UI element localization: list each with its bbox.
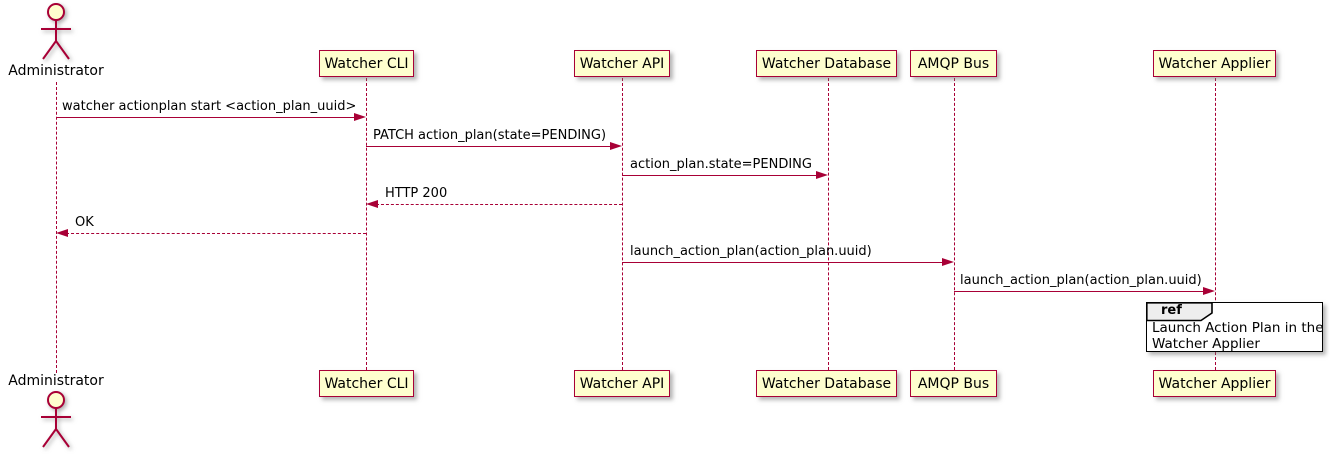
- message-2-arrowhead: [610, 142, 622, 150]
- ref-text-line-2: Watcher Applier: [1152, 336, 1260, 352]
- message-3-label: action_plan.state=PENDING: [630, 157, 812, 172]
- ref-text: Launch Action Plan in the Watcher Applie…: [1152, 320, 1324, 352]
- message-1-line: [56, 117, 356, 118]
- message-2-label: PATCH action_plan(state=PENDING): [373, 128, 607, 143]
- actor-icon-bottom: [41, 391, 71, 448]
- message-6-label: launch_action_plan(action_plan.uuid): [630, 244, 872, 259]
- lifeline-amqp-bus: [954, 78, 955, 370]
- message-7-line: [954, 291, 1205, 292]
- message-7-arrowhead: [1203, 287, 1215, 295]
- message-1-label: watcher actionplan start <action_plan_uu…: [62, 99, 357, 114]
- participant-watcher-api-top: Watcher API: [574, 50, 670, 77]
- participant-watcher-applier-top: Watcher Applier: [1153, 50, 1276, 77]
- message-4-line: [376, 204, 622, 205]
- message-4-arrowhead: [366, 200, 378, 208]
- participant-watcher-cli-top: Watcher CLI: [319, 50, 414, 77]
- message-3-arrowhead: [816, 171, 828, 179]
- ref-text-line-1: Launch Action Plan in the: [1152, 320, 1324, 336]
- actor-icon: [41, 3, 71, 60]
- ref-fragment: ref Launch Action Plan in the Watcher Ap…: [1146, 302, 1324, 352]
- lifeline-watcher-api: [622, 78, 623, 370]
- lifeline-administrator: [56, 82, 57, 373]
- lifeline-watcher-applier: [1215, 78, 1216, 370]
- participant-amqp-bus-top: AMQP Bus: [910, 50, 997, 77]
- message-1-arrowhead: [354, 113, 366, 121]
- message-6-line: [622, 262, 944, 263]
- message-2-line: [366, 146, 612, 147]
- lifeline-watcher-database: [828, 78, 829, 370]
- actor-label-bottom: Administrator: [8, 373, 104, 389]
- participant-watcher-applier-bottom: Watcher Applier: [1153, 370, 1276, 397]
- ref-keyword: ref: [1161, 303, 1182, 318]
- participant-amqp-bus-bottom: AMQP Bus: [910, 370, 997, 397]
- participant-watcher-database-bottom: Watcher Database: [756, 370, 897, 397]
- message-6-arrowhead: [942, 258, 954, 266]
- actor-label-top: Administrator: [8, 63, 104, 79]
- ref-header-shape: [1146, 302, 1213, 322]
- lifeline-watcher-cli: [366, 78, 367, 370]
- participant-watcher-database-top: Watcher Database: [756, 50, 897, 77]
- participant-watcher-api-bottom: Watcher API: [574, 370, 670, 397]
- participant-watcher-cli-bottom: Watcher CLI: [319, 370, 414, 397]
- message-5-arrowhead: [56, 229, 68, 237]
- message-5-label: OK: [75, 215, 94, 230]
- message-5-line: [66, 233, 366, 234]
- message-4-label: HTTP 200: [385, 186, 448, 201]
- message-7-label: launch_action_plan(action_plan.uuid): [960, 273, 1202, 288]
- message-3-line: [622, 175, 818, 176]
